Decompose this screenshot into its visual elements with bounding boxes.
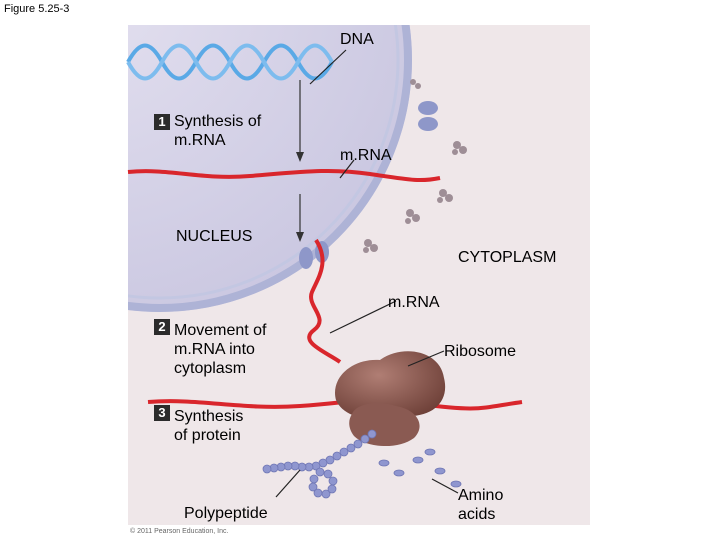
polypeptide-chain (262, 429, 377, 499)
label-amino-acids: Amino acids (458, 487, 504, 523)
leader-amino-acids (431, 478, 459, 494)
leader-mrna-cytoplasm (329, 300, 397, 334)
label-polypeptide: Polypeptide (184, 505, 268, 522)
label-nucleus: NUCLEUS (176, 228, 253, 245)
label-mrna-cytoplasm: m.RNA (388, 294, 440, 311)
arrow-dna-to-mrna (296, 80, 304, 162)
step-2-number: 2 (154, 319, 170, 335)
ribosome-cluster-icons (363, 79, 467, 253)
step-1-number: 1 (154, 114, 170, 130)
label-dna: DNA (340, 31, 374, 48)
copyright-notice: © 2011 Pearson Education, Inc. (130, 528, 229, 535)
label-cytoplasm: CYTOPLASM (458, 249, 557, 266)
leader-polypeptide (275, 469, 301, 498)
step-3-text: Synthesis of protein (174, 408, 244, 444)
step-2-text: Movement of m.RNA into cytoplasm (174, 322, 267, 377)
nucleus-shape (128, 25, 412, 312)
nuclear-pore-upper (418, 101, 438, 131)
step-1-text: Synthesis of m.RNA (174, 113, 262, 149)
label-ribosome: Ribosome (444, 343, 517, 360)
dna-helix (126, 43, 334, 81)
mrna-strand-transit (307, 238, 342, 364)
leader-ribosome (407, 350, 445, 367)
amino-acid-icons (378, 448, 462, 488)
step-3-number: 3 (154, 405, 170, 421)
mrna-strand-nucleus (127, 168, 441, 183)
leader-mrna-nucleus (339, 159, 355, 179)
ribosome-shape (335, 351, 446, 447)
figure-label: Figure 5.25-3 (4, 3, 70, 15)
leader-dna (309, 49, 347, 85)
arrow-mrna-to-pore (296, 194, 304, 242)
label-mrna-nucleus: m.RNA (340, 147, 392, 164)
